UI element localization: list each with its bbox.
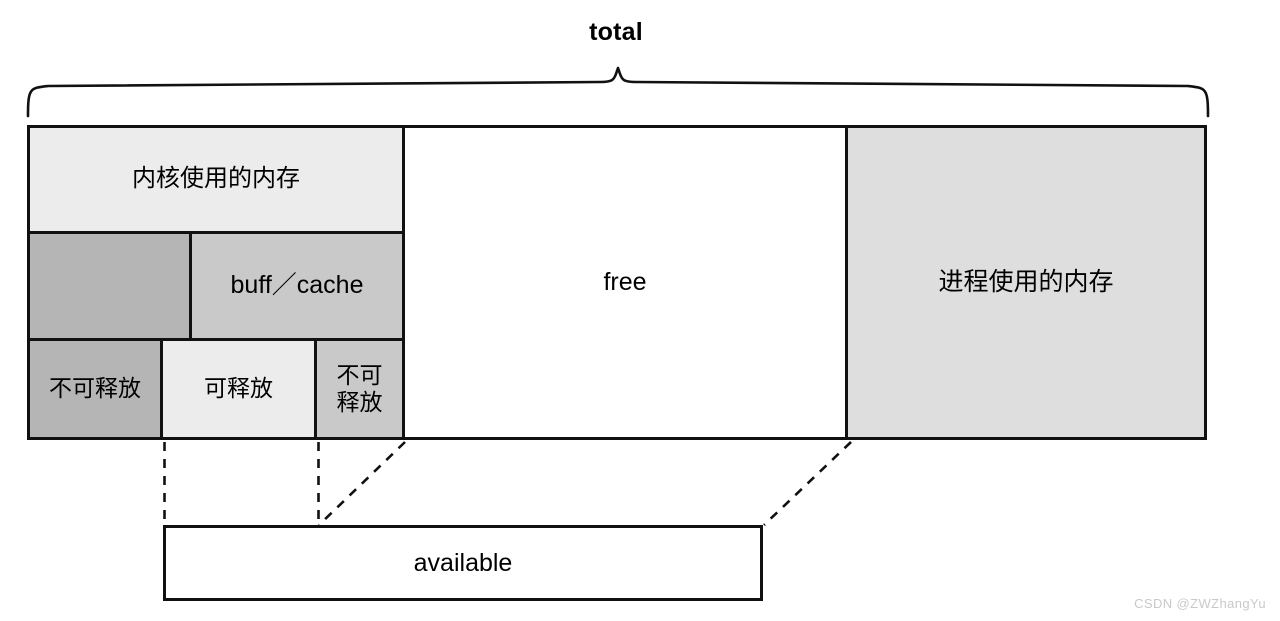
cell-unreclaimable-right-line2: 释放 (336, 389, 383, 415)
cell-process-memory: 进程使用的内存 (848, 128, 1204, 437)
reclaim-detail-row: 不可释放 可释放 不可 释放 (30, 341, 402, 437)
connector-dashed-diagonal-left (318, 441, 406, 526)
cell-kernel-memory: 内核使用的内存 (30, 128, 402, 234)
cell-kernel-anon-block (30, 234, 192, 338)
total-label: total (589, 18, 643, 46)
total-brace-icon (20, 66, 1216, 118)
available-box: available (163, 525, 763, 601)
cell-unreclaimable-right-line1: 不可 (336, 361, 383, 388)
cell-buff-cache: buff／cache (192, 234, 402, 338)
kernel-column: 内核使用的内存 buff／cache 不可释放 可释放 不可 释放 (30, 128, 405, 437)
connector-dashed-diagonal-right (763, 441, 852, 526)
csdn-watermark: CSDN @ZWZhangYu (1134, 596, 1266, 611)
cell-unreclaimable-right: 不可 释放 (317, 341, 402, 437)
cell-free: free (405, 128, 848, 437)
cell-unreclaimable-left: 不可释放 (30, 341, 163, 437)
kernel-detail-row: buff／cache (30, 234, 402, 341)
memory-bar: 内核使用的内存 buff／cache 不可释放 可释放 不可 释放 free 进… (27, 125, 1207, 440)
cell-reclaimable: 可释放 (163, 341, 317, 437)
